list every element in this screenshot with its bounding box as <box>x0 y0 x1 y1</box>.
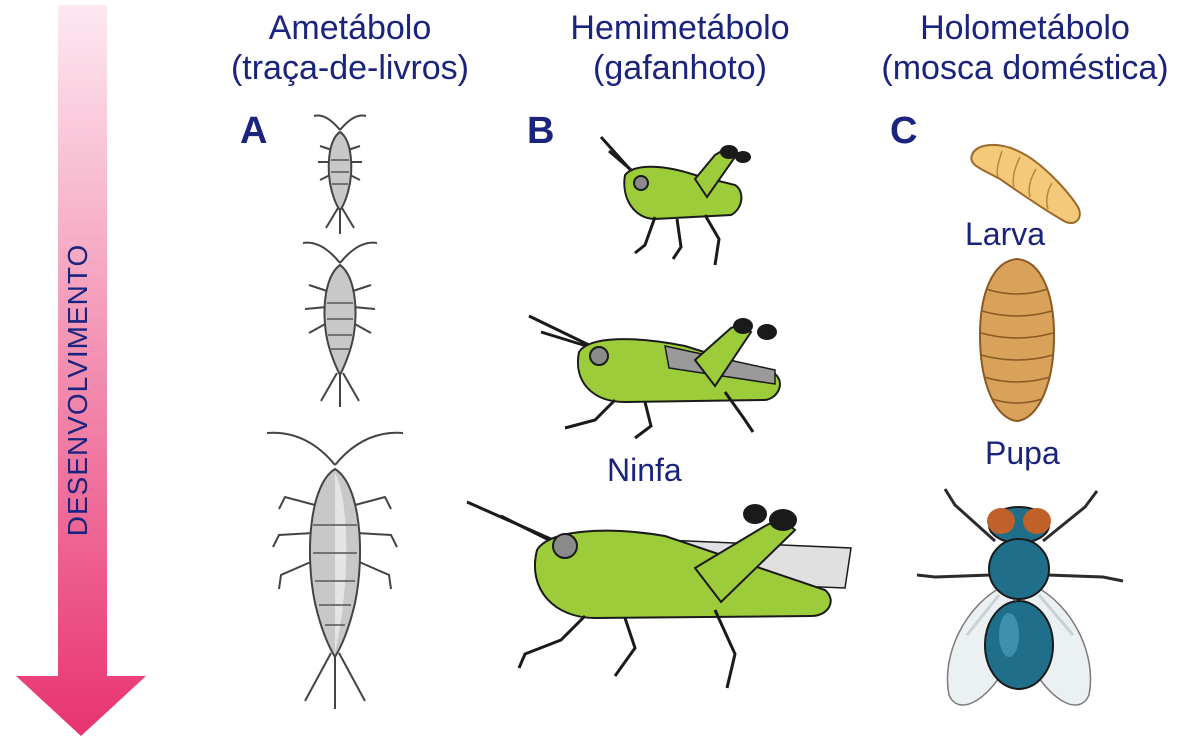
fly-pupa <box>972 255 1062 425</box>
heading-hemimetabolo: Hemimetábolo (gafanhoto) <box>520 8 840 88</box>
label-pupa: Pupa <box>985 435 1060 472</box>
housefly <box>915 485 1125 720</box>
heading-subtitle: (gafanhoto) <box>520 48 840 88</box>
label-ninfa: Ninfa <box>607 452 682 489</box>
heading-ametabolo: Ametábolo (traça-de-livros) <box>190 8 510 88</box>
heading-title: Holometábolo <box>860 8 1190 48</box>
letter-b: B <box>527 110 554 153</box>
heading-subtitle: (mosca doméstica) <box>860 48 1190 88</box>
axis-label: DESENVOLVIMENTO <box>62 244 94 536</box>
grasshopper-nymph-medium <box>525 312 800 442</box>
heading-subtitle: (traça-de-livros) <box>190 48 510 88</box>
grasshopper-nymph-small <box>595 135 770 270</box>
fly-larva <box>962 135 1090 230</box>
letter-c: C <box>890 110 917 153</box>
silverfish-large <box>255 425 415 715</box>
grasshopper-adult <box>465 490 855 695</box>
silverfish-small <box>300 110 380 240</box>
silverfish-medium <box>285 235 395 415</box>
heading-holometabolo: Holometábolo (mosca doméstica) <box>860 8 1190 88</box>
letter-a: A <box>240 110 267 153</box>
heading-title: Ametábolo <box>190 8 510 48</box>
heading-title: Hemimetábolo <box>520 8 840 48</box>
